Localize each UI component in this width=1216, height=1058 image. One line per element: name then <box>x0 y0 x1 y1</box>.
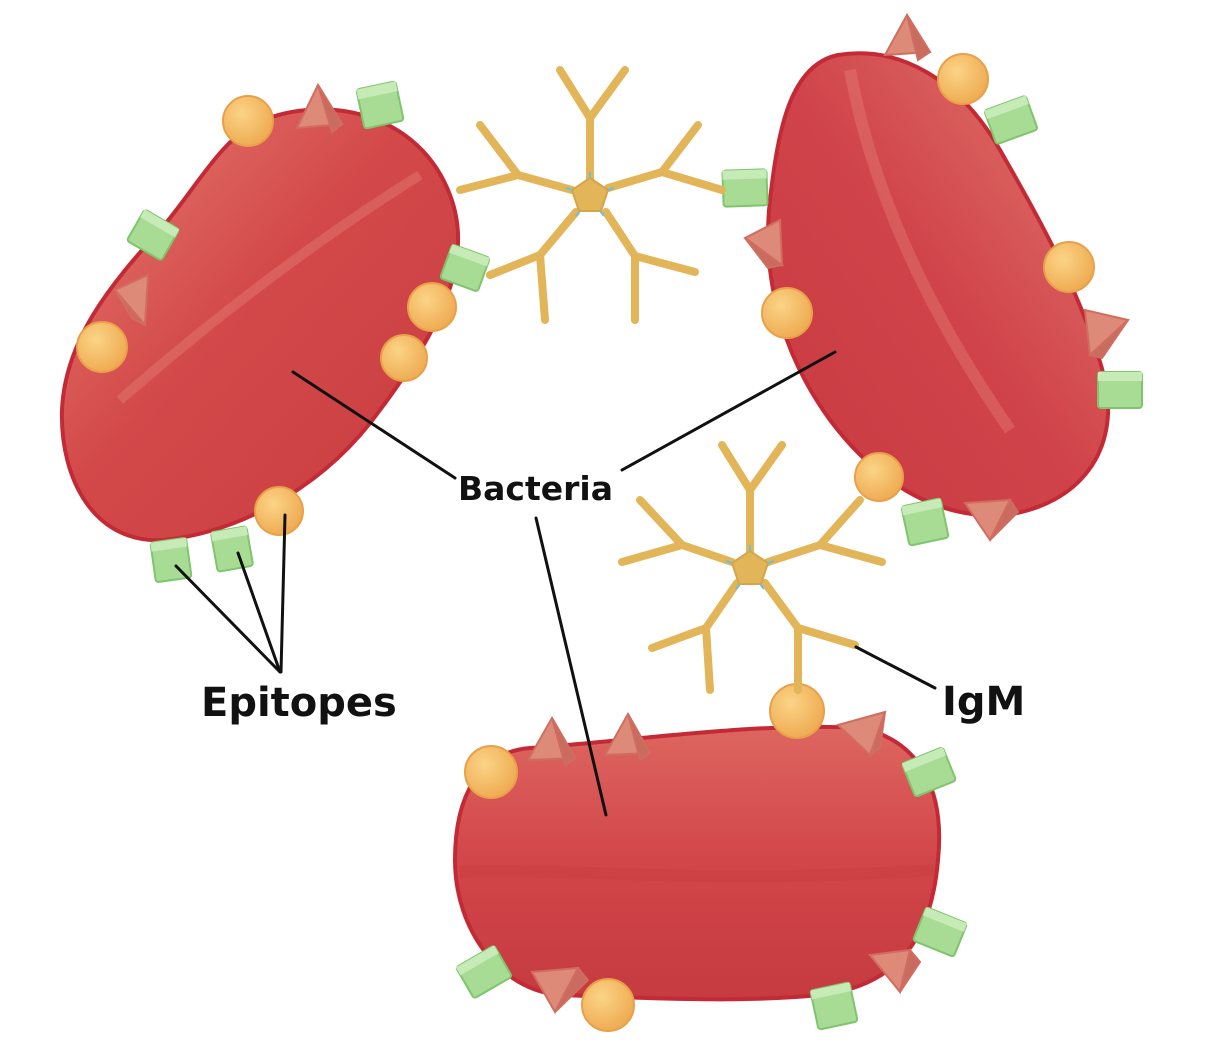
igm-core-top <box>565 172 615 217</box>
sphere-icon <box>937 53 989 105</box>
epitopes-leader-3 <box>279 513 287 674</box>
epitopes-leader-2 <box>236 551 282 674</box>
sphere-icon <box>1043 241 1095 293</box>
epitopes-pyramids <box>113 13 1131 1015</box>
igm-antibody-top <box>456 66 726 324</box>
pyramid-icon <box>836 710 887 758</box>
cube-icon <box>1097 371 1143 409</box>
cube-icon <box>901 746 957 798</box>
bacteria-leader-left <box>291 370 457 480</box>
bacterium-bottom <box>452 724 942 1002</box>
epitopes-spheres <box>76 53 1095 1032</box>
epitopes-cubes <box>126 80 1143 1031</box>
cube-icon <box>455 945 512 999</box>
sphere-icon <box>222 95 274 147</box>
epitopes-leader-1 <box>174 564 282 674</box>
pyramid-icon <box>526 715 577 767</box>
bacterium-top-left <box>59 107 461 543</box>
igm-pentamer-icon <box>570 176 610 212</box>
igm-core-bottom <box>725 545 775 590</box>
cube-icon <box>126 209 180 261</box>
cube-icon <box>355 80 405 130</box>
bacteria-leader-right <box>620 350 837 472</box>
cube-icon <box>210 525 254 573</box>
pyramid-icon <box>868 947 922 995</box>
cube-icon <box>912 906 968 958</box>
bacteria-label: Bacteria <box>458 469 613 508</box>
pyramid-icon <box>530 966 590 1015</box>
sphere-icon <box>581 978 635 1032</box>
sphere-icon <box>380 334 428 382</box>
pyramid-icon <box>883 13 932 62</box>
cube-icon <box>809 981 859 1031</box>
sphere-icon <box>76 321 128 373</box>
igm-pentamer-icon <box>730 549 770 585</box>
sphere-icon <box>761 287 813 339</box>
cube-icon <box>900 497 950 547</box>
igm-antibody-bottom <box>618 441 886 694</box>
leader-lines <box>174 350 937 817</box>
pyramid-icon <box>295 82 344 134</box>
sphere-icon <box>464 745 518 799</box>
igm-label: IgM <box>942 679 1026 725</box>
epitopes-label: Epitopes <box>201 680 397 726</box>
bacteria-leader-bottom <box>534 516 608 817</box>
cube-icon <box>984 95 1038 145</box>
pyramid-icon <box>743 218 785 270</box>
pyramid-icon <box>963 498 1020 542</box>
pyramid-icon <box>113 273 150 328</box>
pyramid-icon <box>1083 308 1131 360</box>
sphere-icon <box>854 452 904 502</box>
pyramid-icon <box>603 711 652 762</box>
cube-icon <box>721 168 769 208</box>
sphere-icon <box>254 486 304 536</box>
cube-icon <box>439 244 491 292</box>
sphere-icon <box>407 282 457 332</box>
igm-leader <box>854 645 937 690</box>
